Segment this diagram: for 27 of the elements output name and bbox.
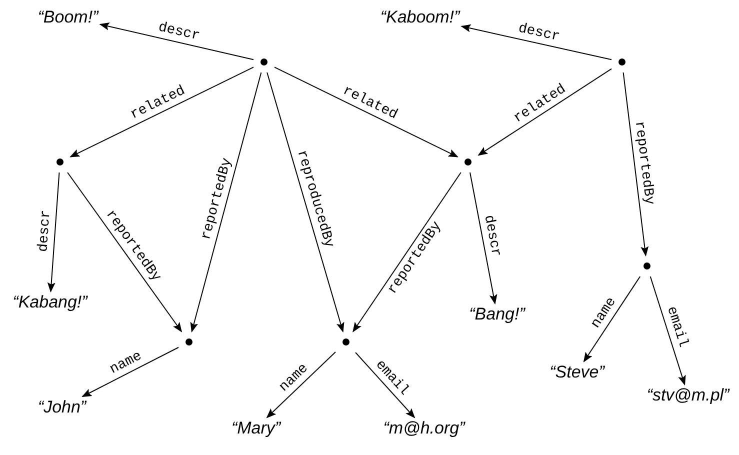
arrow (478, 68, 612, 156)
literal-text: “stv@m.pl” (646, 386, 730, 404)
arrow (266, 72, 344, 332)
literal-text: “Bang!” (469, 306, 525, 322)
arrow (352, 172, 462, 332)
literal-text: “John” (38, 398, 86, 416)
arrow (274, 66, 458, 158)
arrow (82, 346, 179, 397)
edge-label: reportedBy (632, 119, 657, 206)
arrow (70, 66, 254, 158)
arrow (99, 22, 254, 60)
arrow (622, 72, 649, 256)
arrow (460, 24, 612, 60)
arrow (583, 276, 641, 362)
arrow (47, 172, 60, 292)
arrow (266, 352, 336, 418)
arrow (355, 352, 416, 418)
arrow (67, 172, 182, 332)
literal-text: “m@h.org” (383, 420, 465, 436)
literal-text: “Kabang!” (12, 294, 88, 310)
arrow (470, 172, 498, 304)
literal-text: “Kaboom!” (380, 8, 460, 26)
literal-text: “Mary” (231, 420, 281, 436)
literal-text: “Steve” (550, 364, 604, 380)
arrow (650, 276, 686, 386)
literal-text: “Boom!” (38, 8, 98, 26)
arrow (190, 72, 262, 332)
